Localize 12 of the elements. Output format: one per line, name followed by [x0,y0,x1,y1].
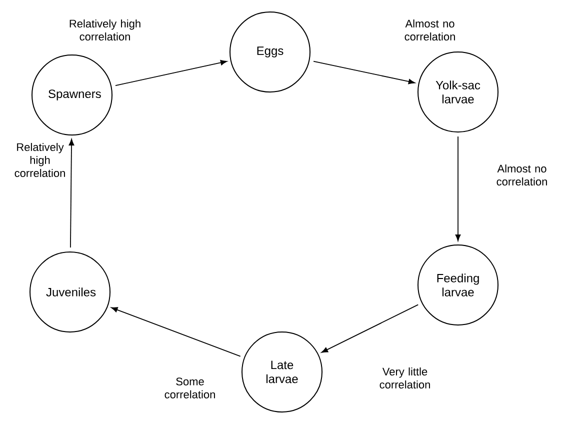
edge-label: Very little correlation [380,367,430,389]
arrow [68,138,74,248]
edge-label: Relatively high correlation [70,19,140,41]
edge-label: Almost no correlation [496,164,547,186]
arrow [455,136,461,242]
edge-label: Relatively high correlation [14,142,65,178]
arrow [313,60,416,84]
edge-label: Almost no correlation [404,19,455,41]
arrow [111,307,241,357]
arrow [115,60,228,86]
edge-label: Some correlation [164,378,215,398]
arrow [321,304,419,353]
